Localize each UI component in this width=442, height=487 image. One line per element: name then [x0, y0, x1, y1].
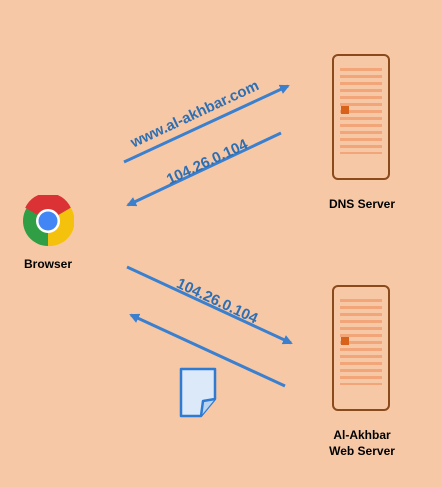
browser-label: Browser [23, 257, 73, 271]
document-icon [179, 367, 217, 418]
dns-query-arrow [123, 84, 290, 164]
http-request-arrow [126, 265, 293, 345]
dns-server-icon [332, 54, 390, 180]
web-server-icon [332, 285, 390, 411]
http-response-arrow [129, 313, 286, 388]
server-status-led [341, 106, 349, 114]
web-server-label-line2: Web Server [329, 444, 395, 458]
web-server-label-line1: Al-Akhbar [333, 428, 391, 442]
server-status-led [341, 337, 349, 345]
dns-response-arrow [126, 131, 282, 207]
chrome-logo-icon [23, 195, 74, 247]
dns-server-label: DNS Server [328, 197, 396, 211]
